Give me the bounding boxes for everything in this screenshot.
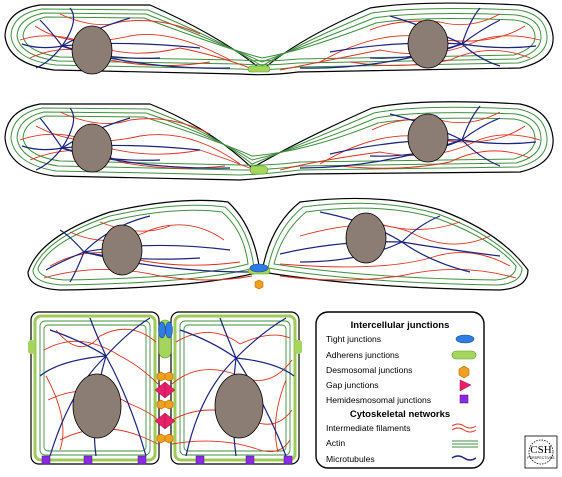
desmosome-marker xyxy=(254,279,264,290)
hemidesmosome-marker xyxy=(137,455,147,465)
nucleus xyxy=(407,19,449,69)
legend-item-label: Hemidesmosomal junctions xyxy=(326,395,431,405)
legend-section-title: Intercellular junctions xyxy=(351,320,450,331)
stage-3-outline xyxy=(27,197,529,291)
hemidesmosome-marker xyxy=(245,455,255,465)
adherens-junction-stub xyxy=(28,340,35,354)
logo-sub-text: PERSPECTIVES xyxy=(527,456,555,460)
hemidesmosome-marker xyxy=(41,455,51,465)
blue-ellipse-icon xyxy=(455,334,475,344)
pink-triangle-icon xyxy=(459,379,472,392)
desmosome-marker xyxy=(164,399,174,410)
stage-2-cells xyxy=(4,101,554,181)
desmosome-markers xyxy=(156,371,174,444)
desmosome-marker xyxy=(164,433,174,444)
desmosome-marker xyxy=(156,433,166,444)
nucleus xyxy=(72,373,122,439)
legend-item-label: Intermediate filaments xyxy=(326,423,411,433)
gap-junction-marker xyxy=(164,381,176,399)
stage-2-nuclei xyxy=(71,113,449,173)
legend-box xyxy=(315,311,485,469)
legend-item-label: Microtubules xyxy=(326,454,375,464)
hemidesmosome-marker xyxy=(195,455,205,465)
desmosome-marker xyxy=(156,371,166,382)
adherens-junction-stub xyxy=(295,340,302,354)
logo-ring xyxy=(528,439,554,465)
green-capsule-icon xyxy=(451,350,477,360)
stage-4-nuclei xyxy=(72,373,264,439)
red-wavy-lines-icon xyxy=(451,423,477,433)
hemidesmosome-marker xyxy=(83,455,93,465)
legend-item-label: Actin xyxy=(326,438,345,448)
hemidesmosome-marker xyxy=(283,455,293,465)
green-triple-lines-icon xyxy=(452,440,478,448)
nucleus xyxy=(214,373,264,439)
legend-item-label: Adherens junctions xyxy=(326,350,399,360)
nucleus xyxy=(71,123,113,173)
purple-square-icon xyxy=(459,394,469,404)
adherens-junction-marker xyxy=(247,65,271,73)
legend: Intercellular junctions Tight junctions … xyxy=(315,311,485,469)
hemidesmosome-markers xyxy=(41,455,293,465)
legend-item-label: Gap junctions xyxy=(326,380,379,390)
stage-1-nuclei xyxy=(71,19,449,75)
tight-junction-marker xyxy=(165,321,173,339)
stage-1-cells xyxy=(4,2,554,76)
blue-wavy-line-icon xyxy=(451,455,477,461)
tight-junction-marker xyxy=(158,321,166,339)
desmosome-marker xyxy=(156,399,166,410)
legend-item-label: Desmosomal junctions xyxy=(326,365,412,375)
csh-logo: CSH PERSPECTIVES xyxy=(524,435,558,469)
adherens-junction-marker xyxy=(249,165,269,175)
gap-junction-marker xyxy=(164,412,176,430)
logo-frame xyxy=(524,435,558,469)
stage-3-cells xyxy=(27,197,529,291)
legend-item-label: Tight junctions xyxy=(326,334,381,344)
legend-section-title: Cytoskeletal networks xyxy=(350,409,450,420)
logo-main-text: CSH xyxy=(530,444,551,456)
stage-3-nuclei xyxy=(101,212,387,276)
nucleus xyxy=(101,224,143,276)
gap-junction-markers xyxy=(154,381,176,430)
tight-junction-marker xyxy=(249,263,269,273)
nucleus xyxy=(407,113,449,163)
stage-2-intermediate-filaments xyxy=(19,111,541,173)
desmosome-marker xyxy=(164,371,174,382)
nucleus xyxy=(71,25,113,75)
nucleus xyxy=(345,212,387,264)
orange-hexagon-icon xyxy=(458,365,470,379)
stage-4-cells xyxy=(28,311,302,465)
